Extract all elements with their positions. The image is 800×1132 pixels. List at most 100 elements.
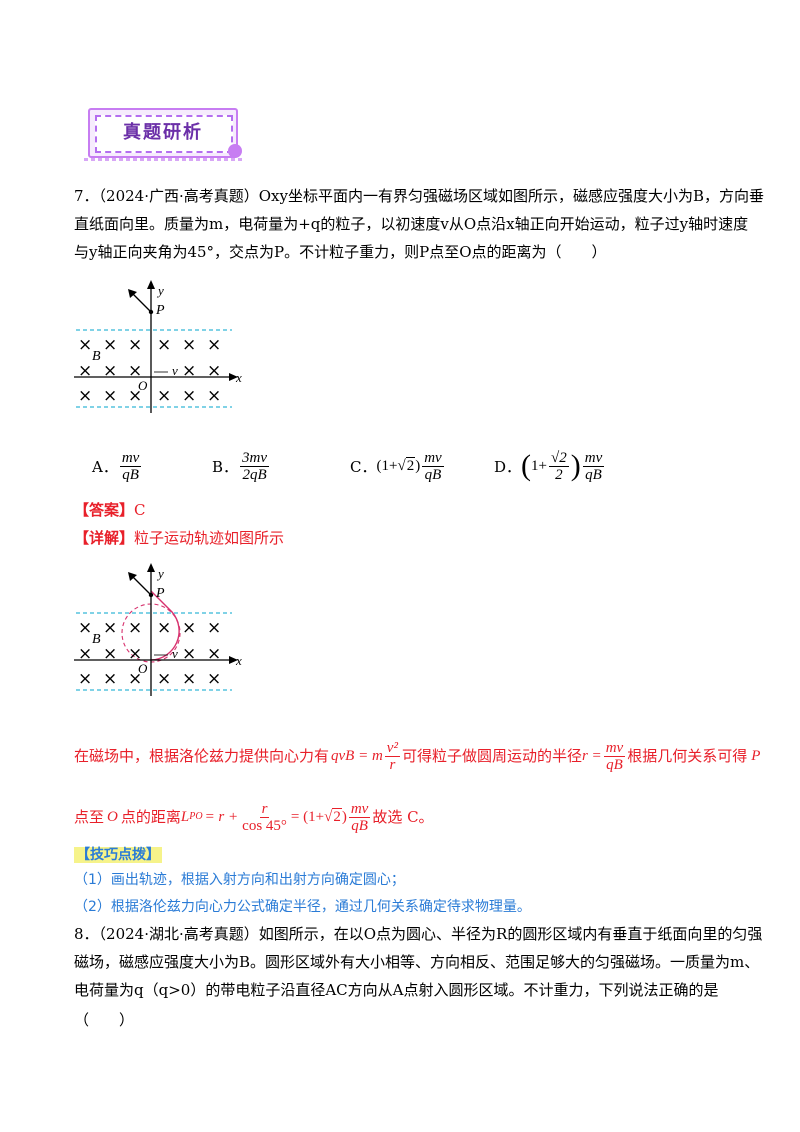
field-cross-icon: ×	[78, 669, 92, 689]
point-p	[148, 309, 154, 315]
field-cross-icon: ×	[78, 386, 92, 406]
field-crosses: ×××××××××××××××××	[78, 618, 221, 689]
field-cross-icon: ×	[157, 335, 171, 355]
solution-text-5: 点的距离	[120, 808, 181, 826]
answer-line: 【答案】C	[74, 500, 146, 520]
result-close: )	[341, 809, 347, 825]
field-cross-icon: ×	[128, 361, 142, 381]
tip-2: （2）根据洛伦兹力向心力公式确定半径，通过几何关系确定待求物理量。	[74, 899, 531, 915]
p-label: P	[155, 303, 165, 318]
field-cross-icon: ×	[157, 618, 171, 638]
v-label: v	[172, 363, 178, 378]
field-cross-icon: ×	[78, 335, 92, 355]
option-b-den: 2qB	[242, 466, 267, 483]
radius-num: mv	[603, 739, 626, 757]
field-cross-icon: ×	[128, 644, 142, 664]
solution-conclusion: 故选 C。	[372, 808, 434, 826]
field-cross-icon: ×	[182, 644, 196, 664]
option-a-num: mv	[119, 449, 142, 467]
radius-eq-lhs: r =	[581, 748, 602, 764]
option-c-rad: 2	[405, 456, 416, 474]
lorentz-eq-lhs: qvB = m	[331, 748, 383, 764]
option-c-den: qB	[424, 466, 442, 483]
velocity-arrowhead-icon	[128, 289, 137, 298]
solution-o: O	[107, 809, 118, 825]
banner-title: 真题研析	[123, 122, 203, 143]
solution-figure: y P x O B v ×××××××××××××××××	[74, 563, 242, 696]
option-b-letter: B．	[212, 457, 239, 476]
field-cross-icon: ×	[103, 386, 117, 406]
tip-1: （1）画出轨迹，根据入射方向和出射方向确定圆心；	[74, 872, 405, 888]
field-cross-icon: ×	[103, 618, 117, 638]
x-label: x	[235, 370, 242, 385]
distance-subscript: PO	[189, 811, 203, 822]
question-figure: y P x O B v ×××××××××××××××××	[74, 280, 242, 413]
field-cross-icon: ×	[182, 618, 196, 638]
result-den: qB	[351, 817, 368, 834]
option-c-factor: (1+√2)	[376, 456, 421, 474]
y-axis-arrow-icon	[147, 280, 155, 289]
option-c-post: )	[415, 457, 421, 474]
velocity-arrowhead-icon	[128, 572, 137, 581]
field-cross-icon: ×	[207, 361, 221, 381]
field-crosses: ×××××××××××××××××	[78, 335, 221, 406]
q8-line-1: 8．（2024·湖北·高考真题）如图所示，在以O点为圆心、半径为R的圆形区域内有…	[74, 925, 763, 943]
point-p	[148, 592, 154, 598]
y-axis-arrow-icon	[147, 563, 155, 572]
centripetal-den: r	[389, 756, 396, 773]
field-cross-icon: ×	[157, 386, 171, 406]
p-label: P	[155, 586, 165, 601]
solution-text-1: 在磁场中，根据洛伦兹力提供向心力有	[74, 747, 330, 765]
option-d-letter: D．	[494, 457, 522, 476]
tips-tag: 【技巧点拨】	[74, 847, 162, 863]
field-cross-icon: ×	[103, 361, 117, 381]
field-cross-icon: ×	[128, 335, 142, 355]
field-cross-icon: ×	[182, 361, 196, 381]
answer-value: C	[134, 501, 146, 519]
solution-text-4: 点至	[74, 808, 105, 826]
b-label: B	[92, 349, 101, 364]
solution-text-3: 根据几何关系可得	[627, 747, 748, 765]
option-a-letter: A．	[92, 457, 118, 476]
option-c-pre: (1+	[376, 457, 398, 474]
section-banner: 真题研析	[84, 108, 244, 161]
x-axis-arrow-icon	[229, 656, 238, 664]
option-a-den: qB	[122, 466, 139, 483]
option-d-num: mv	[582, 449, 605, 467]
option-b-num: 3mv	[240, 449, 270, 467]
result-factor: = (1+√2)	[290, 808, 347, 825]
centripetal-num: v²	[384, 739, 400, 757]
y-label: y	[156, 566, 164, 581]
detail-tag: 【详解】	[74, 529, 135, 547]
result-rad: 2	[332, 808, 342, 825]
option-d-one: 1+	[531, 457, 547, 474]
y-label: y	[156, 283, 164, 298]
field-cross-icon: ×	[207, 644, 221, 664]
field-cross-icon: ×	[128, 669, 142, 689]
option-d-root-den: 2	[555, 466, 563, 483]
radius-den: qB	[606, 756, 623, 773]
field-cross-icon: ×	[78, 361, 92, 381]
q7-line-3: 与y轴正向夹角为45°，交点为P。不计粒子重力，则P点至O点的距离为（ ）	[74, 243, 607, 261]
field-cross-icon: ×	[207, 669, 221, 689]
banner-stripe	[84, 158, 244, 161]
v-label: v	[172, 646, 178, 661]
field-cross-icon: ×	[182, 386, 196, 406]
field-cross-icon: ×	[207, 386, 221, 406]
distance-eq: = r +	[204, 809, 239, 825]
